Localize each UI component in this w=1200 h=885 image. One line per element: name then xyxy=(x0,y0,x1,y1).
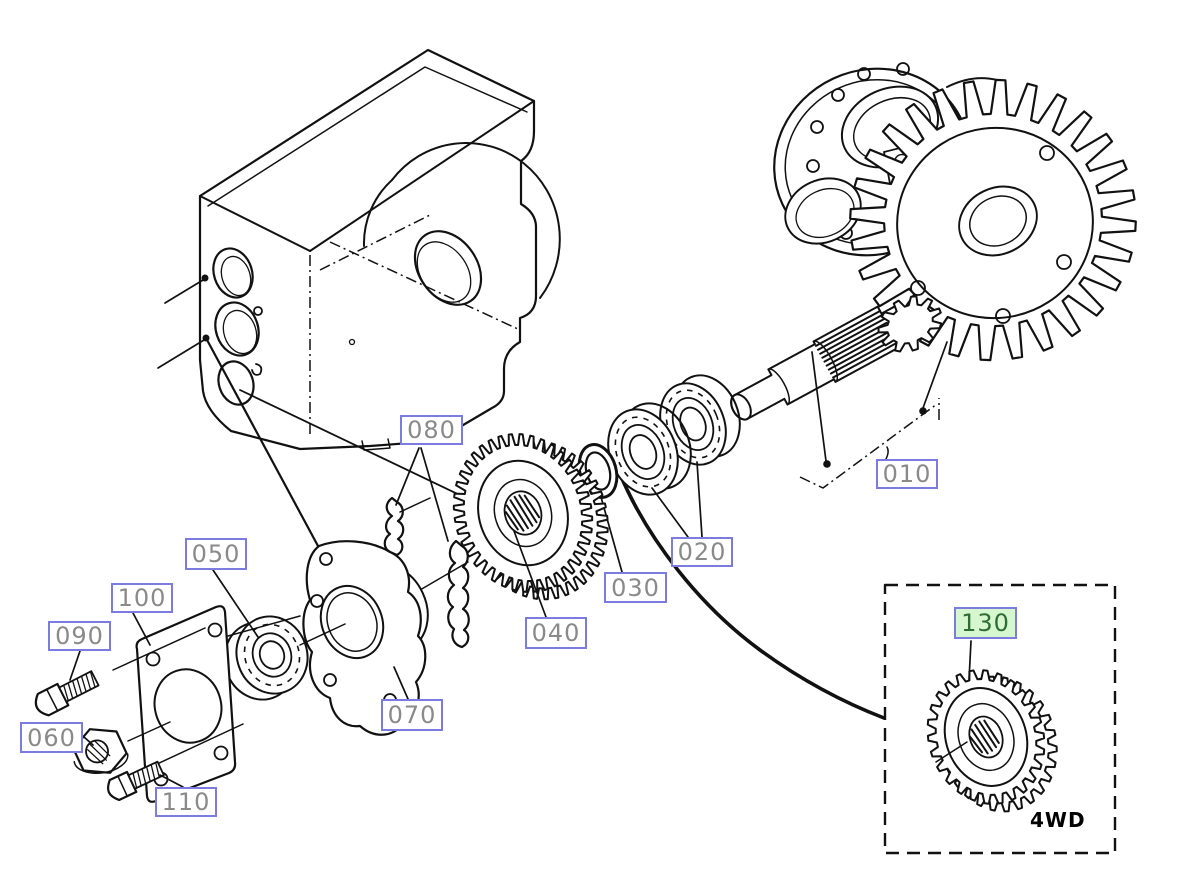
spring-clips-080 xyxy=(383,447,470,649)
part-label-060[interactable]: 060 xyxy=(20,722,83,753)
gear-130-4wd xyxy=(926,640,1058,813)
gear-040-spline-bore xyxy=(504,494,541,532)
part-label-100[interactable]: 100 xyxy=(111,583,173,613)
cover-plate-100 xyxy=(112,605,301,803)
ball-bearing-050 xyxy=(212,569,346,701)
part-label-030[interactable]: 030 xyxy=(604,572,667,603)
bolt-110 xyxy=(107,760,165,802)
part-label-050[interactable]: 050 xyxy=(185,538,247,570)
part-label-040[interactable]: 040 xyxy=(525,617,587,649)
leader-090 xyxy=(69,650,81,681)
drive-gear-040 xyxy=(452,433,609,618)
part-label-070[interactable]: 070 xyxy=(381,699,443,731)
part-label-010[interactable]: 010 xyxy=(876,459,938,489)
leader-060 xyxy=(83,736,94,746)
part-label-080[interactable]: 080 xyxy=(400,415,463,445)
bearing-pair-020 xyxy=(607,374,741,496)
leader-010 xyxy=(799,341,948,489)
part-label-110[interactable]: 110 xyxy=(155,787,217,817)
leader-curve-4wd-gear xyxy=(618,472,886,720)
gear-130-spline-bore xyxy=(968,719,1000,755)
nut-axis-line xyxy=(127,721,171,742)
leader-110 xyxy=(159,774,184,788)
part-label-090[interactable]: 090 xyxy=(48,621,111,651)
bolt-090 xyxy=(34,670,100,717)
housing-leader-lines xyxy=(157,274,513,548)
leader-020 xyxy=(651,461,703,538)
part-label-130-highlighted[interactable]: 130 xyxy=(954,607,1017,639)
part-label-020[interactable]: 020 xyxy=(671,537,733,567)
4wd-option-dashed-box xyxy=(883,583,1117,855)
bearing-case-hub-070 xyxy=(302,540,429,736)
shaft-splines xyxy=(814,310,899,379)
pinion-shaft xyxy=(730,295,943,421)
4wd-caption: 4WD xyxy=(1030,808,1086,832)
gearbox-housing xyxy=(198,48,561,451)
ring-gear xyxy=(849,78,1137,362)
pinion-gear-teeth xyxy=(877,295,943,353)
